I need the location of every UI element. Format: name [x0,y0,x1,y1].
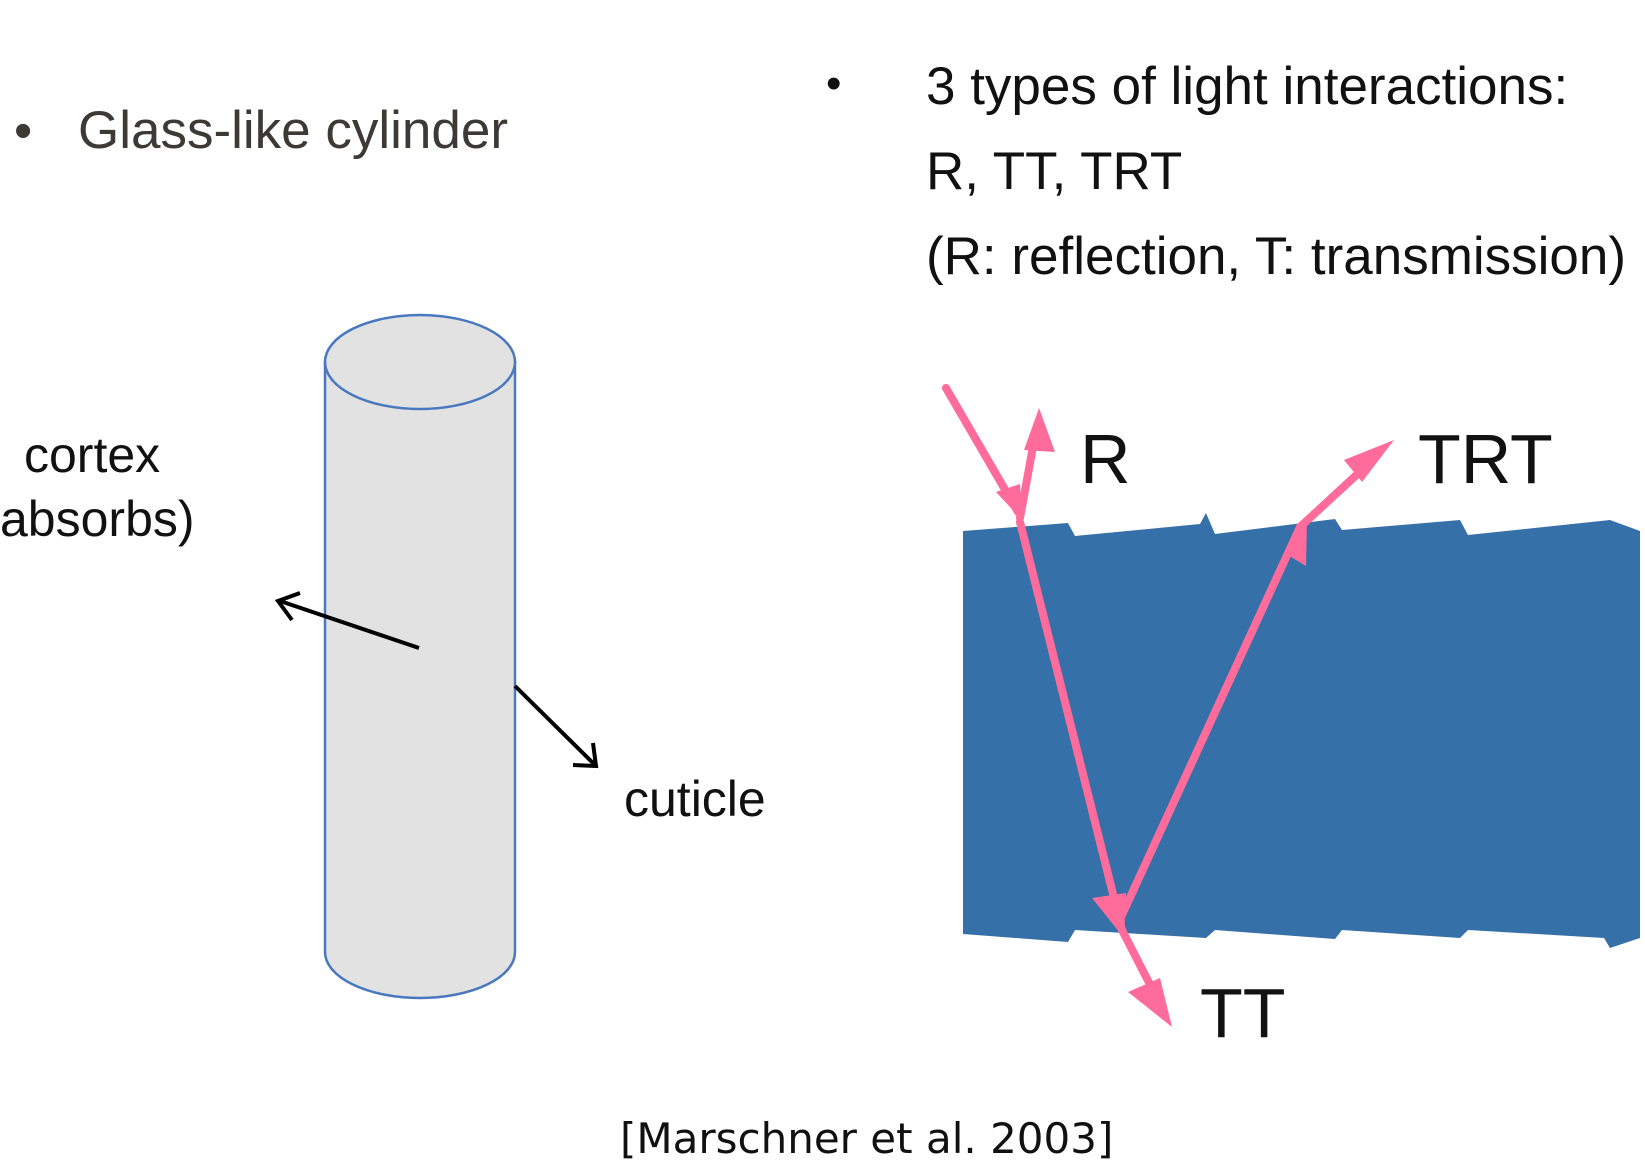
cylinder-top [323,313,517,411]
trt-internal-arrowhead [1286,518,1307,566]
cuticle-label: cuticle [624,771,766,827]
bullet-interactions: • [826,59,842,108]
citation: [Marschner et al. 2003] [620,1114,1114,1163]
incoming-arrowhead [996,484,1022,520]
tt-arrowhead [1128,978,1172,1027]
ray-arrowheads [996,408,1394,1027]
tt-internal-ray [1016,518,1126,934]
cuticle-arrow [513,684,599,769]
bullet-glass: • [14,102,33,160]
hair-cylinder [323,313,517,1000]
light-rays [942,384,1380,1008]
r-arrowhead [1024,408,1055,452]
interactions-types: R, TT, TRT [926,142,1183,201]
trt-internal-ray [1118,523,1304,919]
interactions-legend: (R: reflection, T: transmission) [926,227,1626,286]
absorbs-label: absorbs) [0,491,195,547]
ray-label-trt: TRT [1418,420,1553,498]
tt-internal-arrowhead [1092,893,1126,938]
glass-cylinder-heading: Glass-like cylinder [78,101,509,160]
cortex-label: cortex [24,427,161,483]
hair-fiber-block [963,513,1640,948]
interactions-heading: 3 types of light interactions: [926,57,1569,116]
ray-label-r: R [1080,420,1131,498]
ray-label-tt: TT [1200,974,1286,1052]
cortex-arrow [274,591,420,650]
cylinder-body [323,360,517,1000]
trt-arrowhead [1344,440,1394,482]
